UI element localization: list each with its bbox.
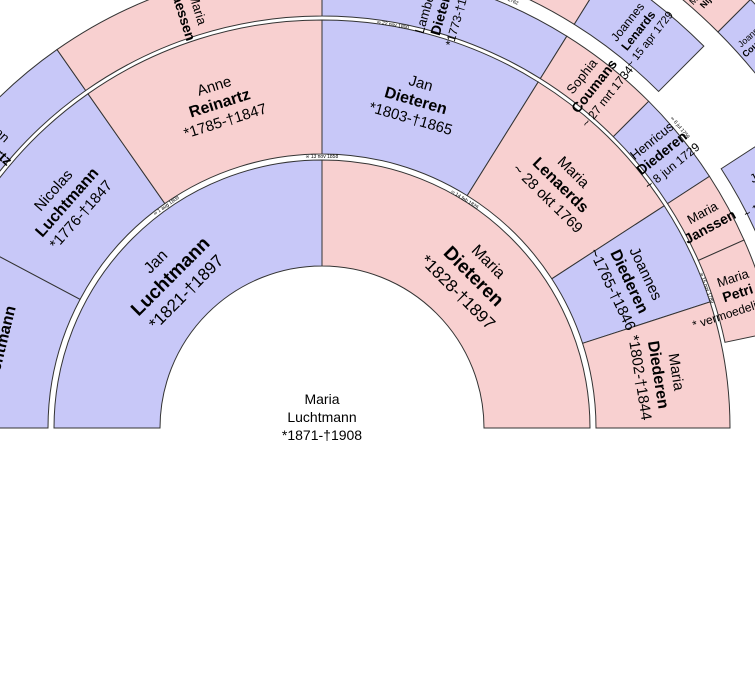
- ancestor-segment-g2-1[interactable]: [0, 236, 81, 429]
- ancestor-segment-g5-7[interactable]: [717, 0, 755, 76]
- marriage-date: ∞ 13 nov 1858: [306, 154, 339, 160]
- ancestor-segment-g3-8[interactable]: [697, 239, 755, 343]
- root-given-name: Maria: [304, 391, 339, 407]
- ancestor-segment-g4-3[interactable]: [573, 0, 705, 93]
- ancestor-surname: Petri: [753, 173, 755, 198]
- ancestor-segment-g2-7[interactable]: [581, 301, 731, 429]
- ancestor-given: Jan: [407, 72, 435, 95]
- ancestor-segment-g1-1[interactable]: [53, 159, 323, 429]
- marriage-date: ∞ 22 nov 1800: [377, 19, 410, 31]
- ancestor-given: Joes: [747, 161, 755, 185]
- ancestor-segment-g3-3[interactable]: [56, 0, 323, 92]
- ancestor-segment-g4-4[interactable]: [720, 134, 755, 234]
- root-person[interactable]: Maria Luchtmann *1871-†1908: [282, 391, 362, 443]
- ancestor-segment-g1-2[interactable]: [321, 159, 591, 429]
- ancestor-given: Maria: [665, 352, 688, 392]
- root-surname: Luchtmann: [287, 409, 356, 425]
- root-dates: *1871-†1908: [282, 427, 362, 443]
